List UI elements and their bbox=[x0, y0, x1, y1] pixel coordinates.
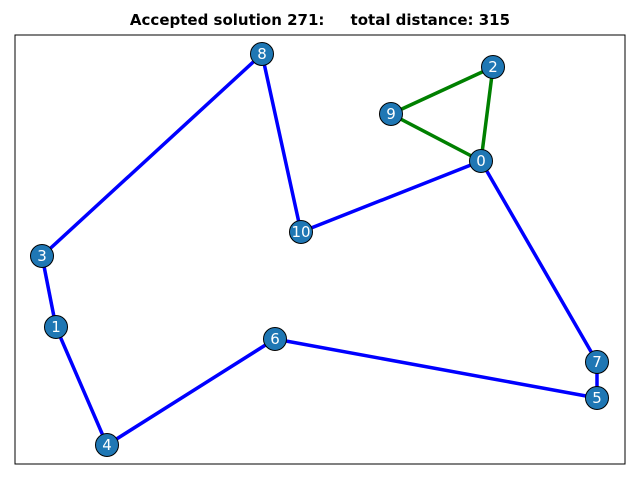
node-2: 2 bbox=[481, 55, 505, 79]
node-5: 5 bbox=[585, 386, 609, 410]
route-1-edge-3-1 bbox=[40, 254, 58, 329]
node-marker bbox=[250, 42, 274, 66]
node-9: 9 bbox=[379, 102, 403, 126]
node-4: 4 bbox=[95, 433, 119, 457]
solution-label: Accepted solution 271: bbox=[129, 11, 325, 29]
node-label: 6 bbox=[270, 330, 280, 348]
route-1-edge-1-4 bbox=[54, 325, 109, 447]
node-3: 3 bbox=[30, 244, 54, 268]
node-10: 10 bbox=[289, 220, 313, 244]
node-marker bbox=[379, 102, 403, 126]
node-marker bbox=[95, 433, 119, 457]
node-label: 10 bbox=[291, 223, 310, 241]
route-2-edge-9-2 bbox=[389, 65, 495, 116]
node-8: 8 bbox=[250, 42, 274, 66]
route-1-edge-0-10 bbox=[299, 159, 483, 234]
node-label: 5 bbox=[592, 389, 602, 407]
node-label: 7 bbox=[592, 353, 602, 371]
route-2-edge-0-9 bbox=[389, 112, 483, 163]
route-2-edge-2-0 bbox=[479, 65, 495, 163]
route-1-edge-8-3 bbox=[40, 52, 264, 258]
route-nodes: 0 1 2 3 4 5 6 7 8 9 10 bbox=[30, 42, 609, 457]
total-distance-label: total distance: 315 bbox=[350, 11, 511, 29]
node-0: 0 bbox=[469, 149, 493, 173]
node-label: 0 bbox=[476, 152, 486, 170]
node-label: 8 bbox=[257, 45, 267, 63]
node-marker bbox=[585, 350, 609, 374]
node-marker bbox=[44, 315, 68, 339]
route-1-edge-4-6 bbox=[105, 337, 277, 447]
plot-frame bbox=[14, 34, 626, 465]
node-marker bbox=[469, 149, 493, 173]
node-7: 7 bbox=[585, 350, 609, 374]
node-marker bbox=[585, 386, 609, 410]
node-marker bbox=[289, 220, 313, 244]
node-label: 2 bbox=[488, 58, 498, 76]
chart-title: Accepted solution 271: total distance: 3… bbox=[0, 11, 640, 29]
node-marker bbox=[481, 55, 505, 79]
node-marker bbox=[263, 327, 287, 351]
node-label: 9 bbox=[386, 105, 396, 123]
node-marker bbox=[30, 244, 54, 268]
route-1-edge-7-0 bbox=[479, 159, 599, 364]
route-edges bbox=[40, 52, 599, 447]
node-label: 1 bbox=[51, 318, 61, 336]
route-1-edge-10-8 bbox=[260, 52, 303, 234]
node-6: 6 bbox=[263, 327, 287, 351]
node-1: 1 bbox=[44, 315, 68, 339]
route-1-edge-6-5 bbox=[273, 337, 599, 400]
node-label: 4 bbox=[102, 436, 112, 454]
node-label: 3 bbox=[37, 247, 47, 265]
